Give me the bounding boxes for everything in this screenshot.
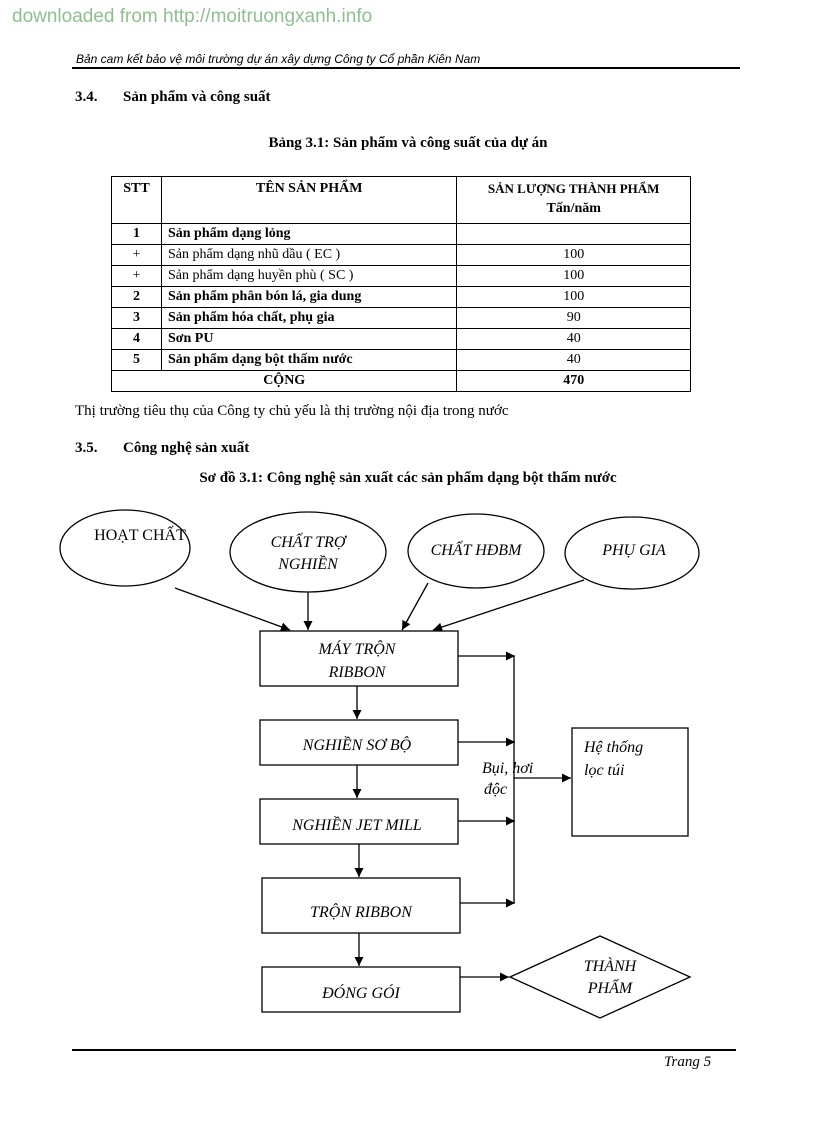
filter-system-box: [571, 727, 689, 837]
label-tron-ribbon: TRỘN RIBBON: [310, 902, 413, 921]
market-paragraph: Thị trường tiêu thụ của Công ty chủ yếu …: [75, 403, 509, 419]
label-chat-tro-1: CHẤT TRỢ: [271, 532, 347, 551]
total-value: 470: [456, 370, 691, 392]
section-number: 3.4.: [75, 89, 98, 105]
table-row: + Sản phẩm dạng nhũ dầu ( EC ) 100: [111, 244, 691, 266]
label-product-1: THÀNH: [584, 956, 638, 975]
products-table: STT TÊN SẢN PHẨM SẢN LƯỢNG THÀNH PHẨM Tấ…: [110, 176, 691, 392]
label-chat-tro-2: NGHIỀN: [277, 553, 339, 573]
step-dong-goi: [261, 966, 461, 1013]
arrow-hoat-chat: [174, 587, 291, 632]
label-nghien-jet: NGHIỀN JET MILL: [291, 814, 422, 834]
input-chat-tro-nghien: [229, 511, 387, 593]
page-number: Trang 5: [664, 1054, 712, 1070]
input-chat-hdbm: [407, 513, 545, 589]
page-header: Bản cam kết bảo vệ môi trường dự án xây …: [76, 52, 481, 66]
label-nghien-so-bo: NGHIỀN SƠ BỘ: [302, 734, 412, 754]
section-heading-3-5: 3.5. Công nghệ sản xuất: [75, 440, 249, 457]
label-filter-1: Hệ thống: [583, 739, 643, 756]
label-phu-gia: PHỤ GIA: [601, 542, 666, 559]
label-chat-hdbm: CHẤT HĐBM: [431, 540, 523, 559]
section-heading-3-4: 3.4. Sản phẩm và công suất: [75, 89, 271, 106]
total-label: CỘNG: [110, 370, 458, 392]
arrow-chat-hdbm: [401, 582, 429, 631]
header-output-line2: Tấn/năm: [546, 201, 601, 216]
step-may-tron-ribbon: [259, 630, 459, 687]
label-filter-2: lọc túi: [584, 762, 624, 779]
table-total-row: CỘNG 470: [110, 370, 691, 392]
header-output: SẢN LƯỢNG THÀNH PHẨM Tấn/năm: [456, 176, 691, 224]
product-diamond: [508, 935, 692, 1019]
label-emission-2: độc: [484, 781, 507, 798]
label-product-2: PHẨM: [587, 978, 634, 997]
label-may-tron-2: RIBBON: [328, 664, 387, 681]
header-rule: [72, 67, 740, 69]
cell-name: Sản phẩm dạng nhũ dầu ( EC ): [160, 244, 458, 266]
diagram-title: Sơ đồ 3.1: Công nghệ sản xuất các sản ph…: [199, 470, 617, 486]
table-row: 4 Sơn PU 40: [111, 328, 691, 350]
table-row: 5 Sản phẩm dạng bột thấm nước 40: [111, 349, 691, 371]
footer-rule: [72, 1049, 736, 1051]
cell-name: Sản phẩm hóa chất, phụ gia: [160, 307, 458, 329]
watermark: downloaded from http://moitruongxanh.inf…: [12, 6, 373, 27]
step-tron-ribbon: [261, 877, 461, 934]
section-title: Sản phẩm và công suất: [123, 89, 271, 105]
label-dong-goi: ĐÓNG GÓI: [321, 983, 400, 1002]
label-emission-1: Bụi, hơi: [482, 760, 533, 777]
header-stt: STT: [111, 176, 162, 224]
table-row: 3 Sản phẩm hóa chất, phụ gia 90: [111, 307, 691, 329]
section-title: Công nghệ sản xuất: [123, 440, 250, 456]
label-may-tron-1: MÁY TRỘN: [318, 639, 397, 658]
section-number: 3.5.: [75, 440, 98, 456]
arrow-phu-gia: [432, 579, 585, 632]
cell-name: Sản phẩm dạng bột thấm nước: [160, 349, 458, 371]
label-hoat-chat: HOẠT CHẤT: [94, 525, 186, 544]
cell-name: Sản phẩm phân bón lá, gia dung: [160, 286, 458, 308]
input-hoat-chat: [59, 509, 191, 587]
header-output-line1: SẢN LƯỢNG THÀNH PHẨM: [487, 181, 660, 196]
input-phu-gia: [564, 516, 700, 590]
table-header-row: STT TÊN SẢN PHẨM SẢN LƯỢNG THÀNH PHẨM Tấ…: [111, 176, 691, 224]
table-row: 2 Sản phẩm phân bón lá, gia dung 100: [111, 286, 691, 308]
table-caption: Bảng 3.1: Sản phẩm và công suất của dự á…: [268, 135, 548, 151]
header-name: TÊN SẢN PHẨM: [160, 176, 458, 224]
table-row: 1 Sản phẩm dạng lỏng: [111, 223, 691, 245]
